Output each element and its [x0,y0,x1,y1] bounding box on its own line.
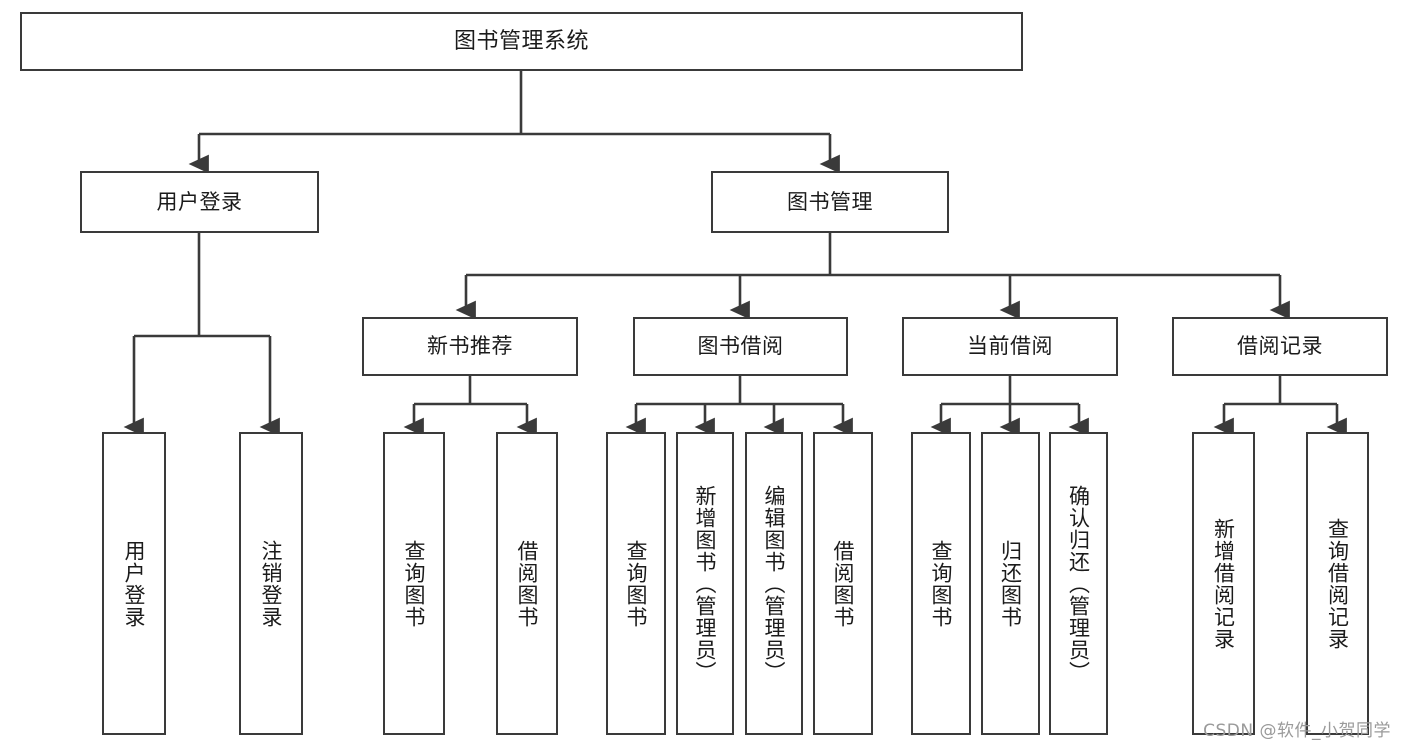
node-root-system[interactable]: 图书管理系统 [20,12,1023,71]
node-label: 借阅记录 [1237,334,1323,359]
node-label: 借阅图书 [515,539,540,628]
node-borrow-record[interactable]: 借阅记录 [1172,317,1388,376]
node-leaf-query-book-3[interactable]: 查询图书 [911,432,971,735]
node-leaf-query-book-1[interactable]: 查询图书 [383,432,445,735]
node-book-borrow[interactable]: 图书借阅 [633,317,848,376]
node-label: 图书借阅 [697,334,784,359]
node-label: 注销登录 [259,539,284,628]
node-leaf-query-book-2[interactable]: 查询图书 [606,432,666,735]
node-leaf-borrow-book-1[interactable]: 借阅图书 [496,432,558,735]
node-label: 用户登录 [156,189,243,214]
node-leaf-add-book[interactable]: 新增图书（管理员） [676,432,734,735]
node-label: 新书推荐 [427,334,513,359]
node-label: 当前借阅 [967,334,1053,359]
node-label: 借阅图书 [831,539,856,628]
node-label: 归还图书 [998,539,1023,628]
node-label: 编辑图书（管理员） [762,484,787,683]
node-leaf-edit-book[interactable]: 编辑图书（管理员） [745,432,803,735]
node-leaf-confirm-return[interactable]: 确认归还（管理员） [1049,432,1108,735]
node-new-book-recommend[interactable]: 新书推荐 [362,317,578,376]
node-user-login[interactable]: 用户登录 [80,171,319,233]
node-leaf-add-record[interactable]: 新增借阅记录 [1192,432,1255,735]
node-label: 查询图书 [929,539,954,628]
node-leaf-borrow-book-2[interactable]: 借阅图书 [813,432,873,735]
node-label: 查询图书 [624,539,649,628]
node-label: 用户登录 [122,539,147,628]
node-leaf-query-record[interactable]: 查询借阅记录 [1306,432,1369,735]
node-label: 查询图书 [402,539,427,628]
node-leaf-user-login[interactable]: 用户登录 [102,432,166,735]
node-label: 新增借阅记录 [1211,517,1236,650]
node-label: 图书管理 [787,189,873,214]
node-label: 图书管理系统 [453,28,589,54]
node-leaf-logout[interactable]: 注销登录 [239,432,303,735]
node-current-borrow[interactable]: 当前借阅 [902,317,1118,376]
node-book-manage[interactable]: 图书管理 [711,171,949,233]
node-label: 新增图书（管理员） [693,484,718,683]
watermark-text: CSDN @软件_小贺同学 [1203,721,1391,741]
node-label: 查询借阅记录 [1325,517,1350,650]
node-leaf-return-book[interactable]: 归还图书 [981,432,1040,735]
node-label: 确认归还（管理员） [1066,484,1091,683]
